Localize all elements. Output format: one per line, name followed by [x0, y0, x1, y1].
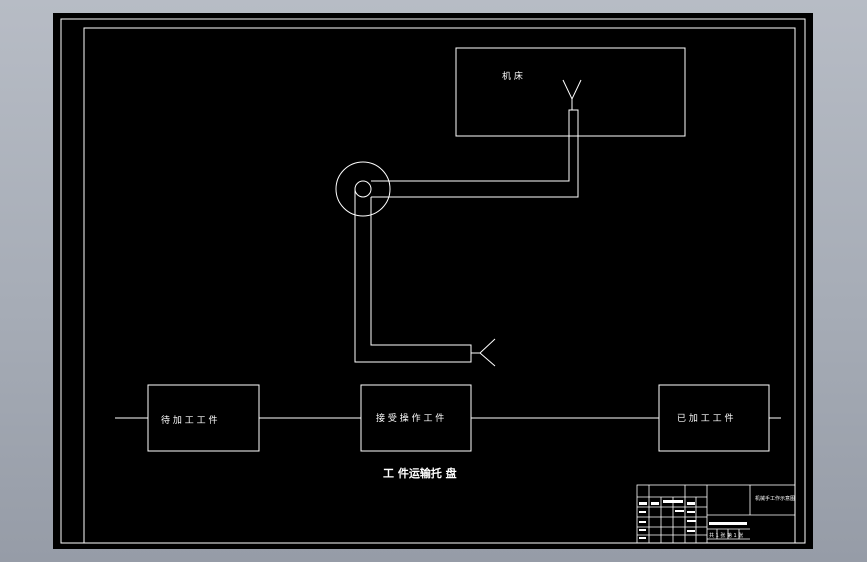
machine-tool: 机 床	[455, 47, 686, 137]
outer-border	[60, 18, 806, 544]
title-block-title: 机械手工作示意图	[755, 495, 795, 502]
station-finished-label: 已 加 工 工 件	[677, 412, 733, 424]
station-pending: 待 加 工 工 件	[147, 384, 260, 452]
title-block-marks	[639, 500, 747, 539]
station-operating: 接 受 操 作 工 件	[360, 384, 472, 452]
machine-label: 机 床	[502, 70, 523, 82]
station-pending-label: 待 加 工 工 件	[161, 414, 217, 426]
cad-drawing-viewport[interactable]: 机 床 待 加 工 工 件 接 受 操 作 工 件 已 加 工 工 件 工 件运…	[53, 13, 813, 549]
arm-joint-outer	[335, 161, 391, 217]
tray-caption: 工 件运输托 盘	[383, 466, 457, 480]
drawing-canvas: 机 床 待 加 工 工 件 接 受 操 作 工 件 已 加 工 工 件 工 件运…	[60, 18, 806, 544]
station-finished: 已 加 工 工 件	[658, 384, 770, 452]
title-block	[636, 484, 796, 544]
arm-joint-inner	[354, 180, 372, 198]
station-operating-label: 接 受 操 作 工 件	[376, 412, 444, 424]
robot-arm	[335, 109, 579, 367]
title-block-footer: 共 1 张 第 1 张	[709, 532, 743, 539]
inner-border	[83, 27, 796, 544]
